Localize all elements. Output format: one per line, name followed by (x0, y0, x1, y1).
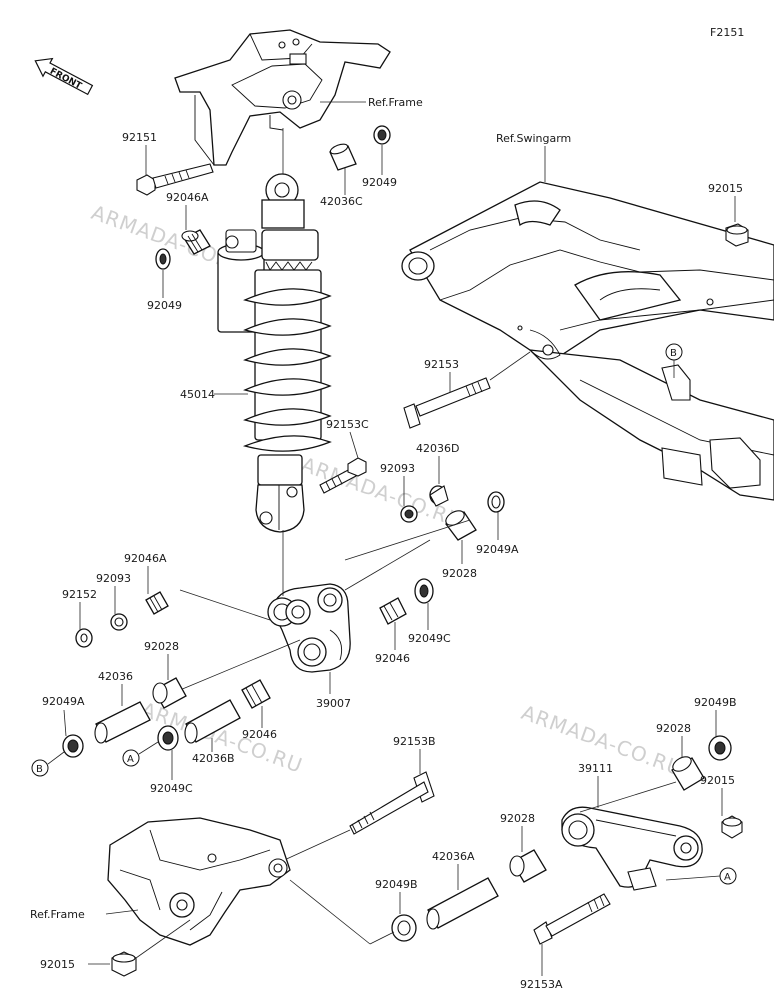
label-92049-top: 92049 (362, 176, 397, 189)
label-92028-mid: 92028 (442, 567, 477, 580)
svg-text:B: B (670, 348, 677, 359)
label-39007: 39007 (316, 697, 351, 710)
washer-92152 (75, 628, 93, 648)
bearing-92046-low (241, 679, 271, 709)
bolt-92153B (349, 771, 435, 835)
label-92093-right: 92093 (380, 462, 415, 475)
svg-text:A: A (724, 872, 731, 883)
bolt-92151 (136, 163, 214, 196)
front-arrow-label: FRONT (48, 67, 84, 92)
svg-text:B: B (36, 764, 43, 775)
bushing-92028-mid (445, 510, 477, 541)
label-92015-low: 92015 (40, 958, 75, 971)
callout-b-left: B (31, 759, 49, 777)
sleeve-42036 (94, 701, 151, 744)
label-92046A-left: 92046A (124, 552, 167, 565)
nut-92015-top (725, 223, 749, 247)
bearing-92046-mid (379, 597, 407, 625)
callout-a-left: A (122, 749, 140, 767)
nut-92015-right (721, 815, 743, 839)
label-92028-left: 92028 (144, 640, 179, 653)
label-92046-mid: 92046 (375, 652, 410, 665)
bushing-92028-right (671, 756, 705, 791)
label-42036D: 42036D (416, 442, 459, 455)
washer-92049-top (373, 125, 391, 145)
nut-92015-low (111, 951, 137, 977)
callout-b-swingarm: B (665, 343, 683, 361)
label-92049B-low: 92049B (375, 878, 418, 891)
label-92153: 92153 (424, 358, 459, 371)
label-92049B-right: 92049B (694, 696, 737, 709)
label-92015-top: 92015 (708, 182, 743, 195)
washer-92049B-low (391, 914, 417, 942)
label-92151: 92151 (122, 131, 157, 144)
washer-92049C-mid (414, 578, 434, 604)
label-45014: 45014 (180, 388, 215, 401)
shock-absorber-45014 (217, 173, 332, 533)
label-92152: 92152 (62, 588, 97, 601)
label-42036: 42036 (98, 670, 133, 683)
callout-a-right: A (719, 867, 737, 885)
bolt-92153A (533, 893, 611, 945)
svg-text:A: A (127, 754, 134, 765)
lower-frame-mount (107, 817, 291, 946)
label-92046A-top: 92046A (166, 191, 209, 204)
bolt-92153 (403, 377, 491, 429)
label-92049A-left: 92049A (42, 695, 85, 708)
label-92093-left: 92093 (96, 572, 131, 585)
upper-frame-mount (174, 29, 391, 166)
bearing-92046A-top (181, 229, 211, 255)
label-92153B: 92153B (393, 735, 436, 748)
sleeve-42036D (429, 485, 449, 507)
label-92028-right: 92028 (656, 722, 691, 735)
washer-92049A-left (62, 734, 84, 758)
label-42036C: 42036C (320, 195, 363, 208)
label-92049C-mid: 92049C (408, 632, 451, 645)
label-92049A-right: 92049A (476, 543, 519, 556)
label-92046-low: 92046 (242, 728, 277, 741)
label-42036B: 42036B (192, 752, 235, 765)
tie-rod-39111 (561, 806, 703, 891)
washer-92049C-low (157, 725, 179, 751)
label-92049C-low: 92049C (150, 782, 193, 795)
front-arrow-icon: FRONT (34, 57, 94, 96)
washer-92049-left (155, 248, 171, 270)
ref-frame-bottom: Ref.Frame (30, 908, 85, 921)
ref-swingarm: Ref.Swingarm (496, 132, 571, 145)
rocker-39007 (267, 583, 351, 673)
bushing-92028-low (509, 849, 547, 883)
label-92153A: 92153A (520, 978, 563, 991)
seal-92093-left (110, 613, 128, 631)
label-92153C: 92153C (326, 418, 369, 431)
ref-frame-top: Ref.Frame (368, 96, 423, 109)
label-42036A: 42036A (432, 850, 475, 863)
label-92028-low: 92028 (500, 812, 535, 825)
sleeve-42036B (184, 699, 241, 744)
sleeve-42036A (426, 877, 499, 930)
label-92015-right: 92015 (700, 774, 735, 787)
label-39111: 39111 (578, 762, 613, 775)
label-92049-left: 92049 (147, 299, 182, 312)
bushing-92028-left (152, 677, 187, 709)
washer-92049B-right (708, 735, 732, 761)
sleeve-42036C (329, 143, 357, 171)
washer-92049A-right (487, 491, 505, 513)
bearing-92046A-left (145, 591, 169, 615)
seal-92093-right (400, 505, 418, 523)
swingarm (401, 181, 774, 501)
figure-id: F2151 (710, 26, 744, 39)
